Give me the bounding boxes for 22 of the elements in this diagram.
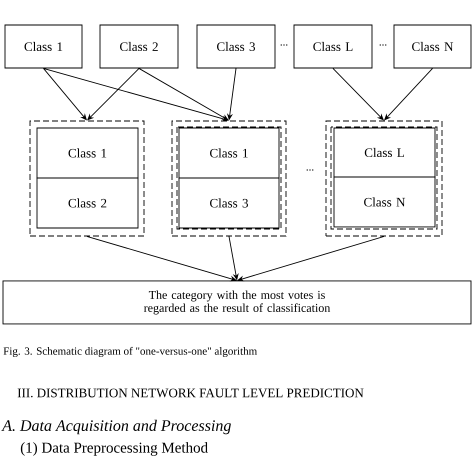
class-box: Class 1 (36, 128, 138, 178)
ellipsis: ... (380, 44, 386, 46)
section-heading: III. DISTRIBUTION NETWORK FAULT LEVEL PREDICTION (18, 388, 364, 398)
class-box: Class 3 (178, 178, 280, 228)
class-box: Class 1 (178, 128, 280, 178)
subsubsection-heading: (1) Data Preprocessing Method (20, 442, 208, 456)
figure-caption: Fig. 3. Schematic diagram of "one-versus-one" algorithm (4, 346, 257, 358)
dashed-group-box (30, 120, 144, 236)
class-box: Class N (334, 176, 436, 228)
ellipsis: ... (280, 44, 288, 46)
class-box: Class 2 (36, 178, 138, 228)
result-box: The category with the most votes is regarded as the result of classification (2, 280, 472, 324)
ellipsis: ... (306, 169, 314, 171)
class-box: Class 1 (4, 24, 82, 68)
class-box: Class N (394, 24, 472, 68)
class-box: Class 2 (100, 24, 178, 68)
class-box: Class L (294, 24, 372, 68)
class-box: Class 3 (196, 24, 276, 68)
subsection-heading: A. Data Acquisition and Processing (1, 420, 231, 434)
dashed-group-box (172, 120, 286, 236)
class-box: Class L (334, 128, 436, 178)
dashed-group-box (326, 120, 442, 236)
